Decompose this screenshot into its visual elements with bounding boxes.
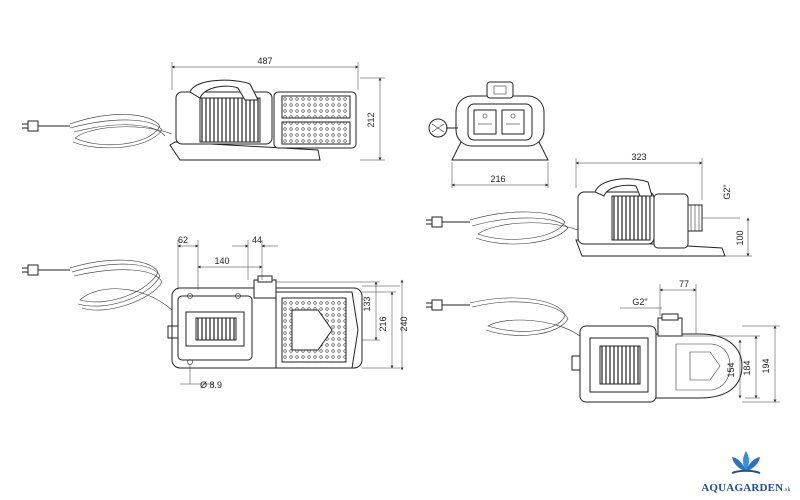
dim-212: 212 (366, 112, 376, 127)
dim-140: 140 (214, 256, 229, 266)
power-cable-4 (426, 297, 581, 337)
top-view-right: 77 G2" 154 184 194 (426, 279, 780, 403)
dim-184: 184 (742, 360, 752, 375)
power-cable-3 (22, 259, 173, 311)
dim-323: 323 (631, 152, 646, 162)
dim-133: 133 (362, 296, 372, 311)
brand-logo: AQUAGARDEN.sk (700, 447, 792, 494)
dim-hole: Ø 8.9 (200, 380, 222, 390)
dim-100: 100 (735, 230, 745, 245)
dim-g2-bottom: G2" (632, 297, 647, 307)
dim-487: 487 (257, 56, 272, 66)
lotus-icon (731, 451, 761, 474)
side-view-top-left: 487 212 (22, 56, 385, 161)
brand-suffix: .sk (783, 487, 791, 493)
dim-240: 240 (399, 316, 409, 331)
brand-name: AQUAGARDEN (701, 482, 784, 494)
front-view: 216 (428, 81, 549, 188)
power-cable-2 (426, 211, 579, 245)
dim-154: 154 (726, 362, 736, 377)
dim-194: 194 (761, 358, 771, 373)
dim-216: 216 (490, 174, 505, 184)
dim-77: 77 (679, 279, 689, 289)
side-view-right: 323 G2" 100 (426, 152, 752, 257)
dim-62: 62 (178, 235, 188, 245)
top-view: 62 44 140 133 216 240 Ø 8.9 (22, 235, 409, 390)
dim-g2-right: G2" (722, 184, 732, 199)
dim-216-b: 216 (378, 316, 388, 331)
power-cable-1 (22, 114, 173, 149)
dim-44: 44 (252, 235, 262, 245)
